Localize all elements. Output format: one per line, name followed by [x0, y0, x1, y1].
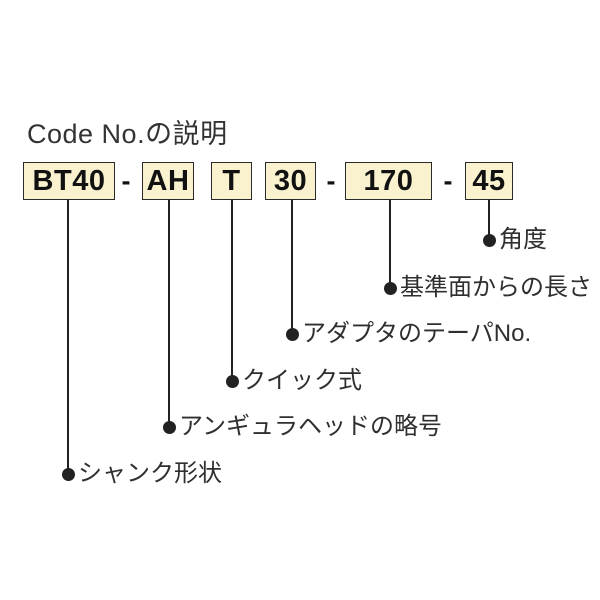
code-box-quick: T	[211, 162, 252, 200]
code-separator: -	[326, 165, 336, 196]
bullet-dot	[483, 234, 496, 247]
bullet-dot	[62, 468, 75, 481]
legend-label-quick: クイック式	[242, 367, 362, 394]
legend-label-taper-no: アダプタのテーパNo.	[302, 320, 532, 347]
legend-label-length: 基準面からの長さ	[400, 274, 592, 301]
connector-line	[231, 199, 233, 381]
legend-label-head: アンギュラヘッドの略号	[179, 413, 443, 440]
code-box-taper-no: 30	[265, 162, 316, 200]
legend-label-shank: シャンク形状	[78, 460, 222, 487]
bullet-dot	[286, 328, 299, 341]
connector-line	[67, 199, 69, 474]
code-box-head: AH	[142, 162, 194, 200]
code-separator: -	[121, 165, 131, 196]
connector-line	[488, 199, 490, 240]
code-box-angle: 45	[465, 162, 513, 200]
connector-line	[291, 199, 293, 334]
bullet-dot	[226, 375, 239, 388]
code-box-length: 170	[345, 162, 432, 200]
code-separator: -	[443, 165, 453, 196]
bullet-dot	[384, 282, 397, 295]
bullet-dot	[163, 421, 176, 434]
legend-label-angle: 角度	[499, 226, 547, 253]
page-title: Code No.の説明	[27, 119, 228, 149]
code-box-shank: BT40	[23, 162, 115, 200]
connector-line	[389, 199, 391, 288]
connector-line	[168, 199, 170, 427]
